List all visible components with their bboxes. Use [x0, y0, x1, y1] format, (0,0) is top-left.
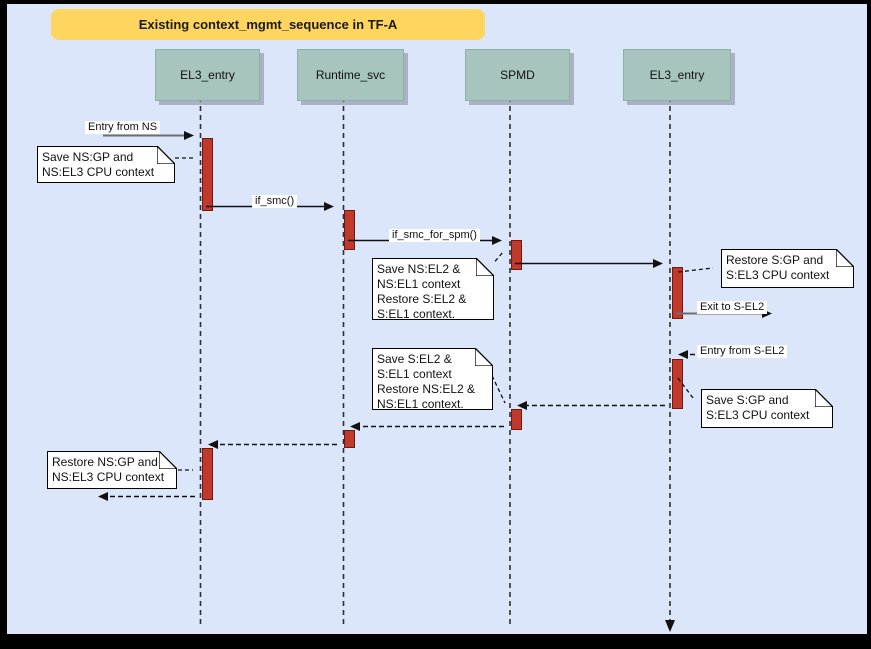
note-fold-icon [475, 348, 493, 366]
note-fold-icon [836, 249, 854, 267]
lifeline-header-runtime-svc: Runtime_svc [297, 49, 404, 101]
connector-note-save-s-gp [677, 377, 694, 399]
activation-el3-right-1 [672, 267, 683, 319]
label-exit-to-s-el2: Exit to S-EL2 [697, 301, 768, 314]
note-fold-icon [159, 451, 177, 469]
activation-el3-left-1 [202, 138, 213, 211]
activation-runtime-2 [344, 430, 355, 448]
connector-note-save-ns-el2 [485, 251, 504, 273]
msg-entry-from-ns [103, 131, 194, 140]
note-restore-s-gp-el3: Restore S:GP and S:EL3 CPU context [721, 249, 854, 288]
label-entry-from-ns: Entry from NS [85, 121, 161, 134]
connector-note-restore-s-gp [677, 267, 714, 273]
note-fold-icon [157, 146, 175, 164]
note-save-s-gp-el3: Save S:GP and S:EL3 CPU context [701, 389, 833, 428]
lifeline-label: Runtime_svc [315, 68, 386, 82]
note-text: Restore NS:GP and NS:EL3 CPU context [52, 455, 165, 484]
activation-runtime-1 [344, 210, 355, 250]
note-text: Save S:EL2 & S:EL1 context Restore NS:EL… [377, 352, 476, 411]
note-save-ns-el2-el1: Save NS:EL2 & NS:EL1 context Restore S:E… [372, 258, 494, 321]
activation-spmd-1 [511, 240, 522, 270]
diagram-canvas: Existing context_mgmt_sequence in TF-A E… [7, 4, 867, 634]
note-text: Save NS:GP and NS:EL3 CPU context [42, 150, 155, 179]
lifeline-header-el3-entry-right: EL3_entry [623, 49, 731, 101]
activation-el3-left-2 [202, 448, 213, 500]
lifeline-header-el3-entry-left: EL3_entry [155, 49, 260, 101]
label-if-smc-for-spm: if_smc_for_spm() [389, 229, 480, 242]
label-entry-from-s-el2: Entry from S-EL2 [697, 345, 788, 358]
note-text: Restore S:GP and S:EL3 CPU context [726, 253, 830, 282]
note-fold-icon [476, 258, 494, 276]
lifeline-label: EL3_entry [649, 68, 705, 82]
note-text: Save S:GP and S:EL3 CPU context [706, 393, 810, 422]
note-save-s-el2-el1: Save S:EL2 & S:EL1 context Restore NS:EL… [372, 348, 493, 411]
note-save-ns-gp-el3: Save NS:GP and NS:EL3 CPU context [37, 146, 175, 183]
note-text: Save NS:EL2 & NS:EL1 context Restore S:E… [377, 262, 467, 321]
lifeline-label: EL3_entry [180, 68, 235, 82]
diagram-title: Existing context_mgmt_sequence in TF-A [51, 9, 485, 40]
msg-spmd-to-el3 [515, 259, 663, 268]
note-restore-ns-gp-el3: Restore NS:GP and NS:EL3 CPU context [47, 451, 177, 489]
lifeline-label: SPMD [500, 68, 535, 82]
note-fold-icon [815, 389, 833, 407]
lifeline-header-spmd: SPMD [465, 49, 570, 101]
activation-spmd-2 [511, 409, 522, 430]
label-if-smc: if_smc() [252, 195, 298, 208]
lifeline-end-arrow-icon [665, 620, 675, 632]
